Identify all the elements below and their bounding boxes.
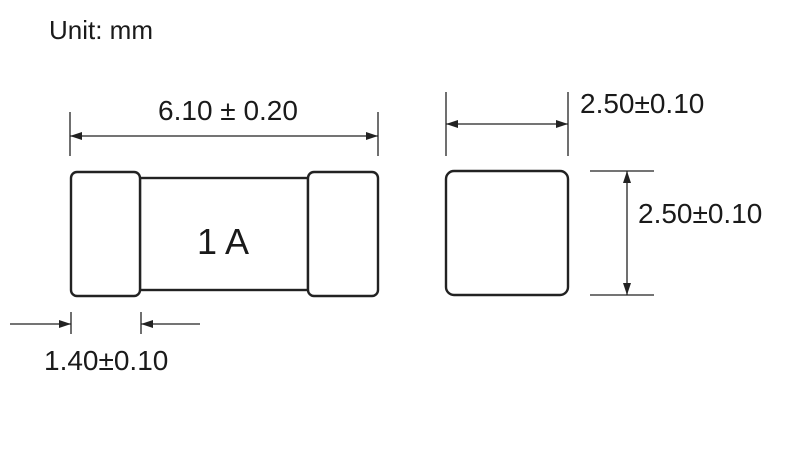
side-view: 2.50±0.10 2.50±0.10 (444, 88, 762, 297)
side-view-square (444, 169, 570, 297)
width-dimension-label: 2.50±0.10 (580, 88, 704, 119)
length-dimension-label: 6.10 ± 0.20 (158, 95, 298, 126)
height-dimension-label: 2.50±0.10 (638, 198, 762, 229)
front-view: 6.10 ± 0.20 1 A 1.40±0.10 (10, 95, 380, 376)
cap-dimension-label: 1.40±0.10 (44, 345, 168, 376)
fuse-marking: 1 A (197, 221, 249, 262)
left-end-cap (69, 170, 142, 298)
right-end-cap (306, 170, 380, 298)
unit-label: Unit: mm (49, 15, 153, 45)
fuse-body (138, 176, 310, 292)
